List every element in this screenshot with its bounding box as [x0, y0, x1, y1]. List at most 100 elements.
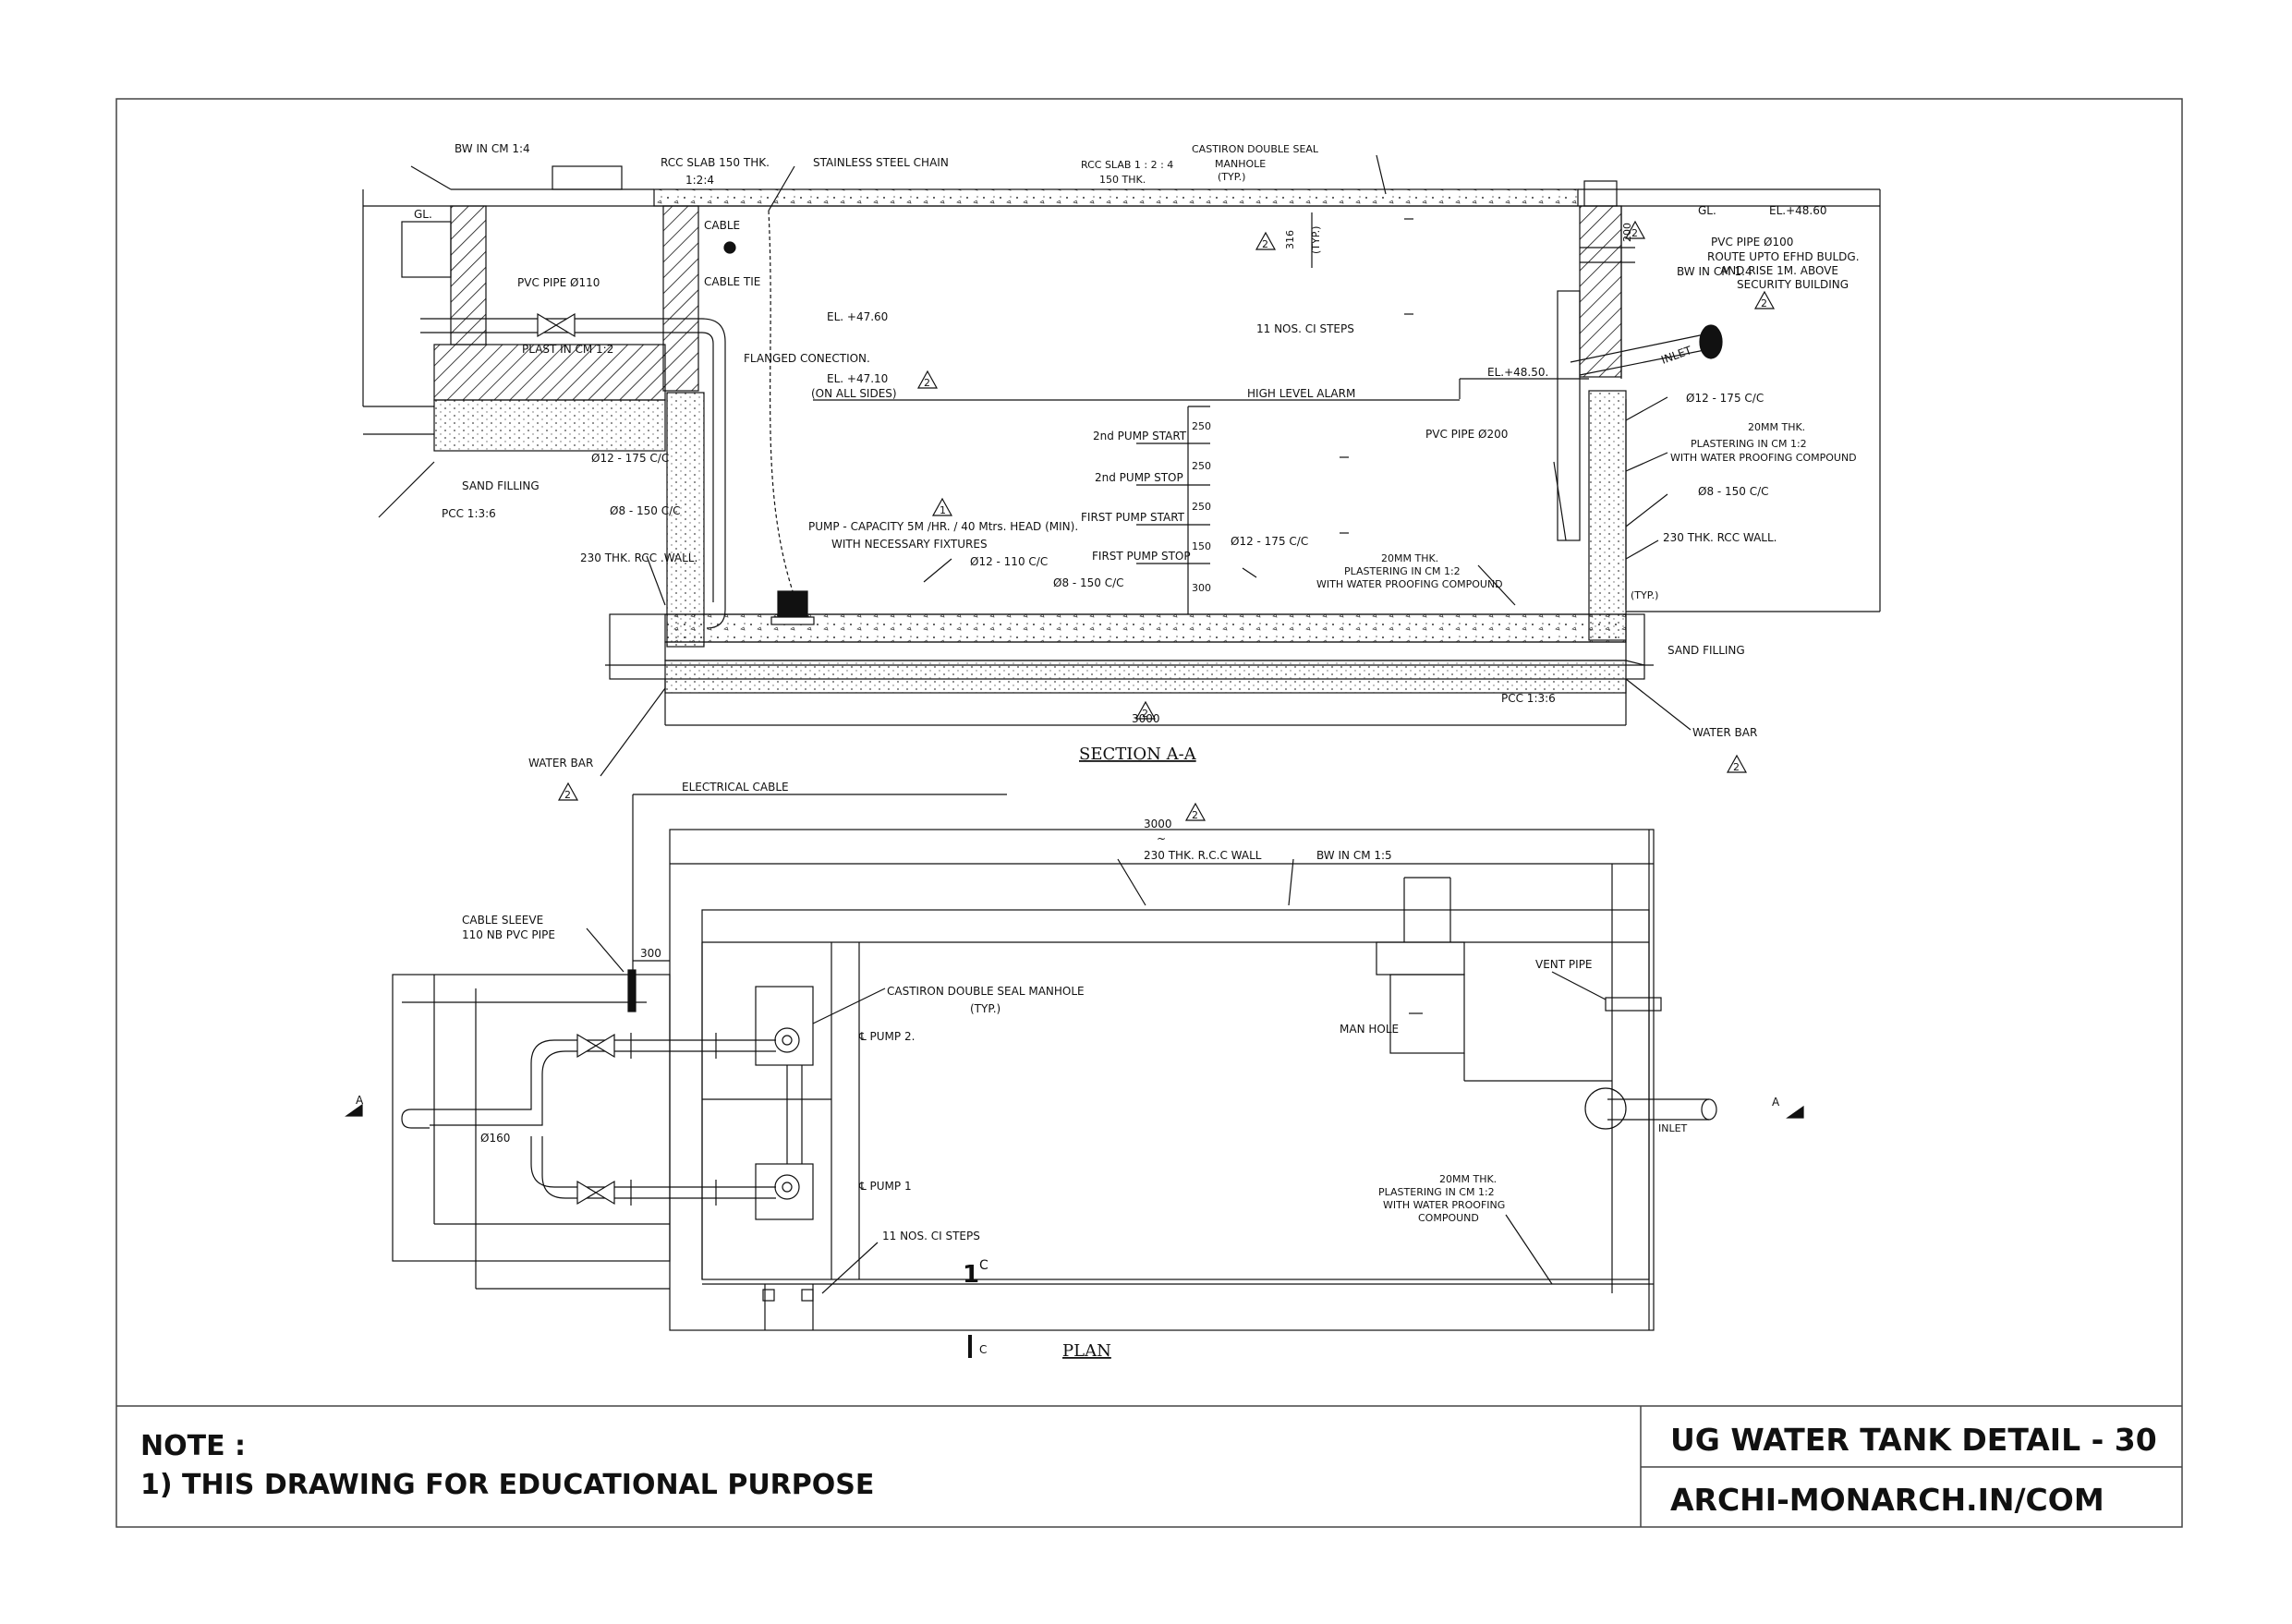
- label-plan-dim3000: 3000: [1144, 818, 1172, 830]
- label-cable-sleeve: CABLE SLEEVE: [462, 914, 543, 927]
- label-plaster-mid3: WITH WATER PROOFING COMPOUND: [1316, 578, 1503, 590]
- label-p1start: FIRST PUMP START: [1081, 511, 1185, 524]
- label-pump2: WITH NECESSARY FIXTURES: [831, 538, 988, 551]
- label-plan-inlet: INLET: [1658, 1122, 1688, 1134]
- label-bar12-110: Ø12 - 110 C/C: [970, 555, 1048, 568]
- vent-pipe-right: [1557, 290, 1581, 541]
- label-wall-right: 230 THK. RCC WALL.: [1663, 531, 1777, 544]
- label-el4850: EL.+48.50.: [1487, 366, 1548, 379]
- plan-labels: ELECTRICAL CABLE 3000 ~ 230 THK. R.C.C W…: [356, 781, 1780, 1361]
- revision-marker-numbers: 2 2 1 2 2 2 2 2 2: [564, 227, 1767, 821]
- label-bw-cm: BW IN CM 1:4: [455, 142, 530, 155]
- label-hla: HIGH LEVEL ALARM: [1247, 387, 1355, 400]
- svg-text:2: 2: [924, 377, 930, 389]
- label-d150: 150: [1192, 540, 1211, 552]
- label-plan-manhole1: CASTIRON DOUBLE SEAL MANHOLE: [887, 985, 1085, 998]
- pump-pit-2: [755, 986, 814, 1066]
- label-sand-left: SAND FILLING: [462, 479, 540, 492]
- label-d160: Ø160: [480, 1132, 510, 1145]
- note-heading: NOTE :: [140, 1430, 246, 1462]
- label-sec-c-sup: C: [979, 1258, 988, 1273]
- note-text: 1) THIS DRAWING FOR EDUCATIONAL PURPOSE: [140, 1469, 874, 1501]
- label-pl-r3: WITH WATER PROOFING COMPOUND: [1670, 452, 1857, 464]
- label-p1stop: FIRST PUMP STOP: [1092, 550, 1191, 563]
- drawing-title: UG WATER TANK DETAIL - 30: [1670, 1422, 2157, 1458]
- label-plast: PLAST IN CM 1:2: [522, 343, 613, 356]
- label-pump1: ℄ PUMP 1: [858, 1180, 912, 1193]
- label-plan-steps: 11 NOS. CI STEPS: [882, 1230, 980, 1242]
- label-plaster-mid1: 20MM THK.: [1381, 552, 1438, 564]
- inlet-pipe-mouth: [1699, 324, 1723, 359]
- svg-text:2: 2: [1142, 708, 1148, 720]
- label-p2start: 2nd PUMP START: [1093, 430, 1187, 442]
- label-cable: CABLE: [704, 219, 740, 232]
- label-manhole2: MANHOLE: [1215, 158, 1266, 170]
- label-inlet: INLET: [1659, 344, 1693, 367]
- label-sec-a-left: A: [356, 1094, 364, 1107]
- label-plan-pl4: COMPOUND: [1418, 1212, 1479, 1224]
- plan-valve-bottom-a: [576, 1180, 598, 1206]
- plan-inlet-pipe: [1584, 1087, 1627, 1130]
- label-route2: AND RISE 1M. ABOVE: [1720, 264, 1838, 277]
- svg-text:2: 2: [564, 789, 571, 801]
- label-dim-typ: (TYP.): [1310, 226, 1322, 254]
- label-rcc-slab: RCC SLAB 150 THK.: [661, 156, 770, 169]
- label-bar8-150: Ø8 - 150 C/C: [1053, 576, 1124, 589]
- label-flanged: FLANGED CONECTION.: [744, 352, 870, 365]
- label-sand-right: SAND FILLING: [1667, 644, 1745, 657]
- section-title: SECTION A-A: [1079, 745, 1197, 764]
- label-d250c: 250: [1192, 501, 1211, 513]
- label-d300: 300: [1192, 582, 1211, 594]
- label-pl-r2: PLASTERING IN CM 1:2: [1691, 438, 1807, 450]
- svg-text:2: 2: [1631, 227, 1638, 239]
- label-typ: (TYP.): [1218, 171, 1245, 183]
- label-on-all-sides: (ON ALL SIDES): [811, 387, 897, 400]
- plan-outer: [669, 829, 1655, 1331]
- left-tank-wall-hatch: [662, 205, 699, 392]
- label-plan-pl3: WITH WATER PROOFING: [1383, 1199, 1505, 1211]
- label-sec-c: C: [979, 1343, 987, 1356]
- label-vent-pipe: VENT PIPE: [1535, 958, 1593, 971]
- svg-text:2: 2: [1262, 238, 1268, 250]
- plan-wall: [701, 909, 1650, 1280]
- pcc-layer: [664, 660, 1627, 694]
- plan-valve-top-a: [576, 1033, 598, 1059]
- steel-chain: [768, 210, 794, 592]
- label-pvc200: PVC PIPE Ø200: [1425, 428, 1508, 441]
- label-bw14: BW IN CM 1:4: [1677, 265, 1752, 278]
- label-man-hole: MAN HOLE: [1340, 1023, 1399, 1036]
- label-sleeve-pipe: 110 NB PVC PIPE: [462, 928, 555, 941]
- label-manhole1: CASTIRON DOUBLE SEAL: [1192, 143, 1319, 155]
- top-slab: [653, 188, 1579, 207]
- label-cable-tie: CABLE TIE: [704, 275, 760, 288]
- label-gl-right: GL.: [1698, 204, 1716, 217]
- label-pcc-right: PCC 1:3:6: [1501, 692, 1556, 705]
- label-bar12-175: Ø12 - 175 C/C: [1231, 535, 1308, 548]
- label-el4860: EL.+48.60: [1769, 204, 1827, 217]
- label-rcc-mix: 1:2:4: [685, 174, 714, 187]
- label-plaster-mid2: PLASTERING IN CM 1:2: [1344, 565, 1461, 577]
- svg-text:1: 1: [940, 504, 946, 516]
- title-block: NOTE : 1) THIS DRAWING FOR EDUCATIONAL P…: [140, 1422, 2157, 1518]
- label-plan-manhole2: (TYP.): [970, 1002, 1000, 1015]
- website-label: ARCHI-MONARCH.IN/COM: [1670, 1482, 2104, 1518]
- tank-right-wall: [1588, 390, 1627, 641]
- label-plan-dim300: 300: [640, 947, 661, 960]
- revision-markers-section: [557, 220, 1776, 821]
- label-plan-pl1: 20MM THK.: [1439, 1173, 1497, 1185]
- label-bw15: BW IN CM 1:5: [1316, 849, 1392, 862]
- plan-view: [345, 794, 1804, 1358]
- svg-text:2: 2: [1192, 809, 1198, 821]
- label-pcc-left: PCC 1:3:6: [442, 507, 496, 520]
- label-pump2: ℄ PUMP 2.: [858, 1030, 915, 1043]
- pump-pit-1: [755, 1163, 814, 1220]
- section-a-a: [362, 154, 1881, 777]
- left-chamber-wall: [450, 205, 487, 345]
- section-arrow-left: [345, 1103, 363, 1117]
- label-sec-a-right: A: [1772, 1096, 1780, 1109]
- label-bar12-right: Ø12 - 175 C/C: [1686, 392, 1764, 405]
- label-thk150: 150 THK.: [1099, 174, 1146, 186]
- label-pl-r1: 20MM THK.: [1748, 421, 1805, 433]
